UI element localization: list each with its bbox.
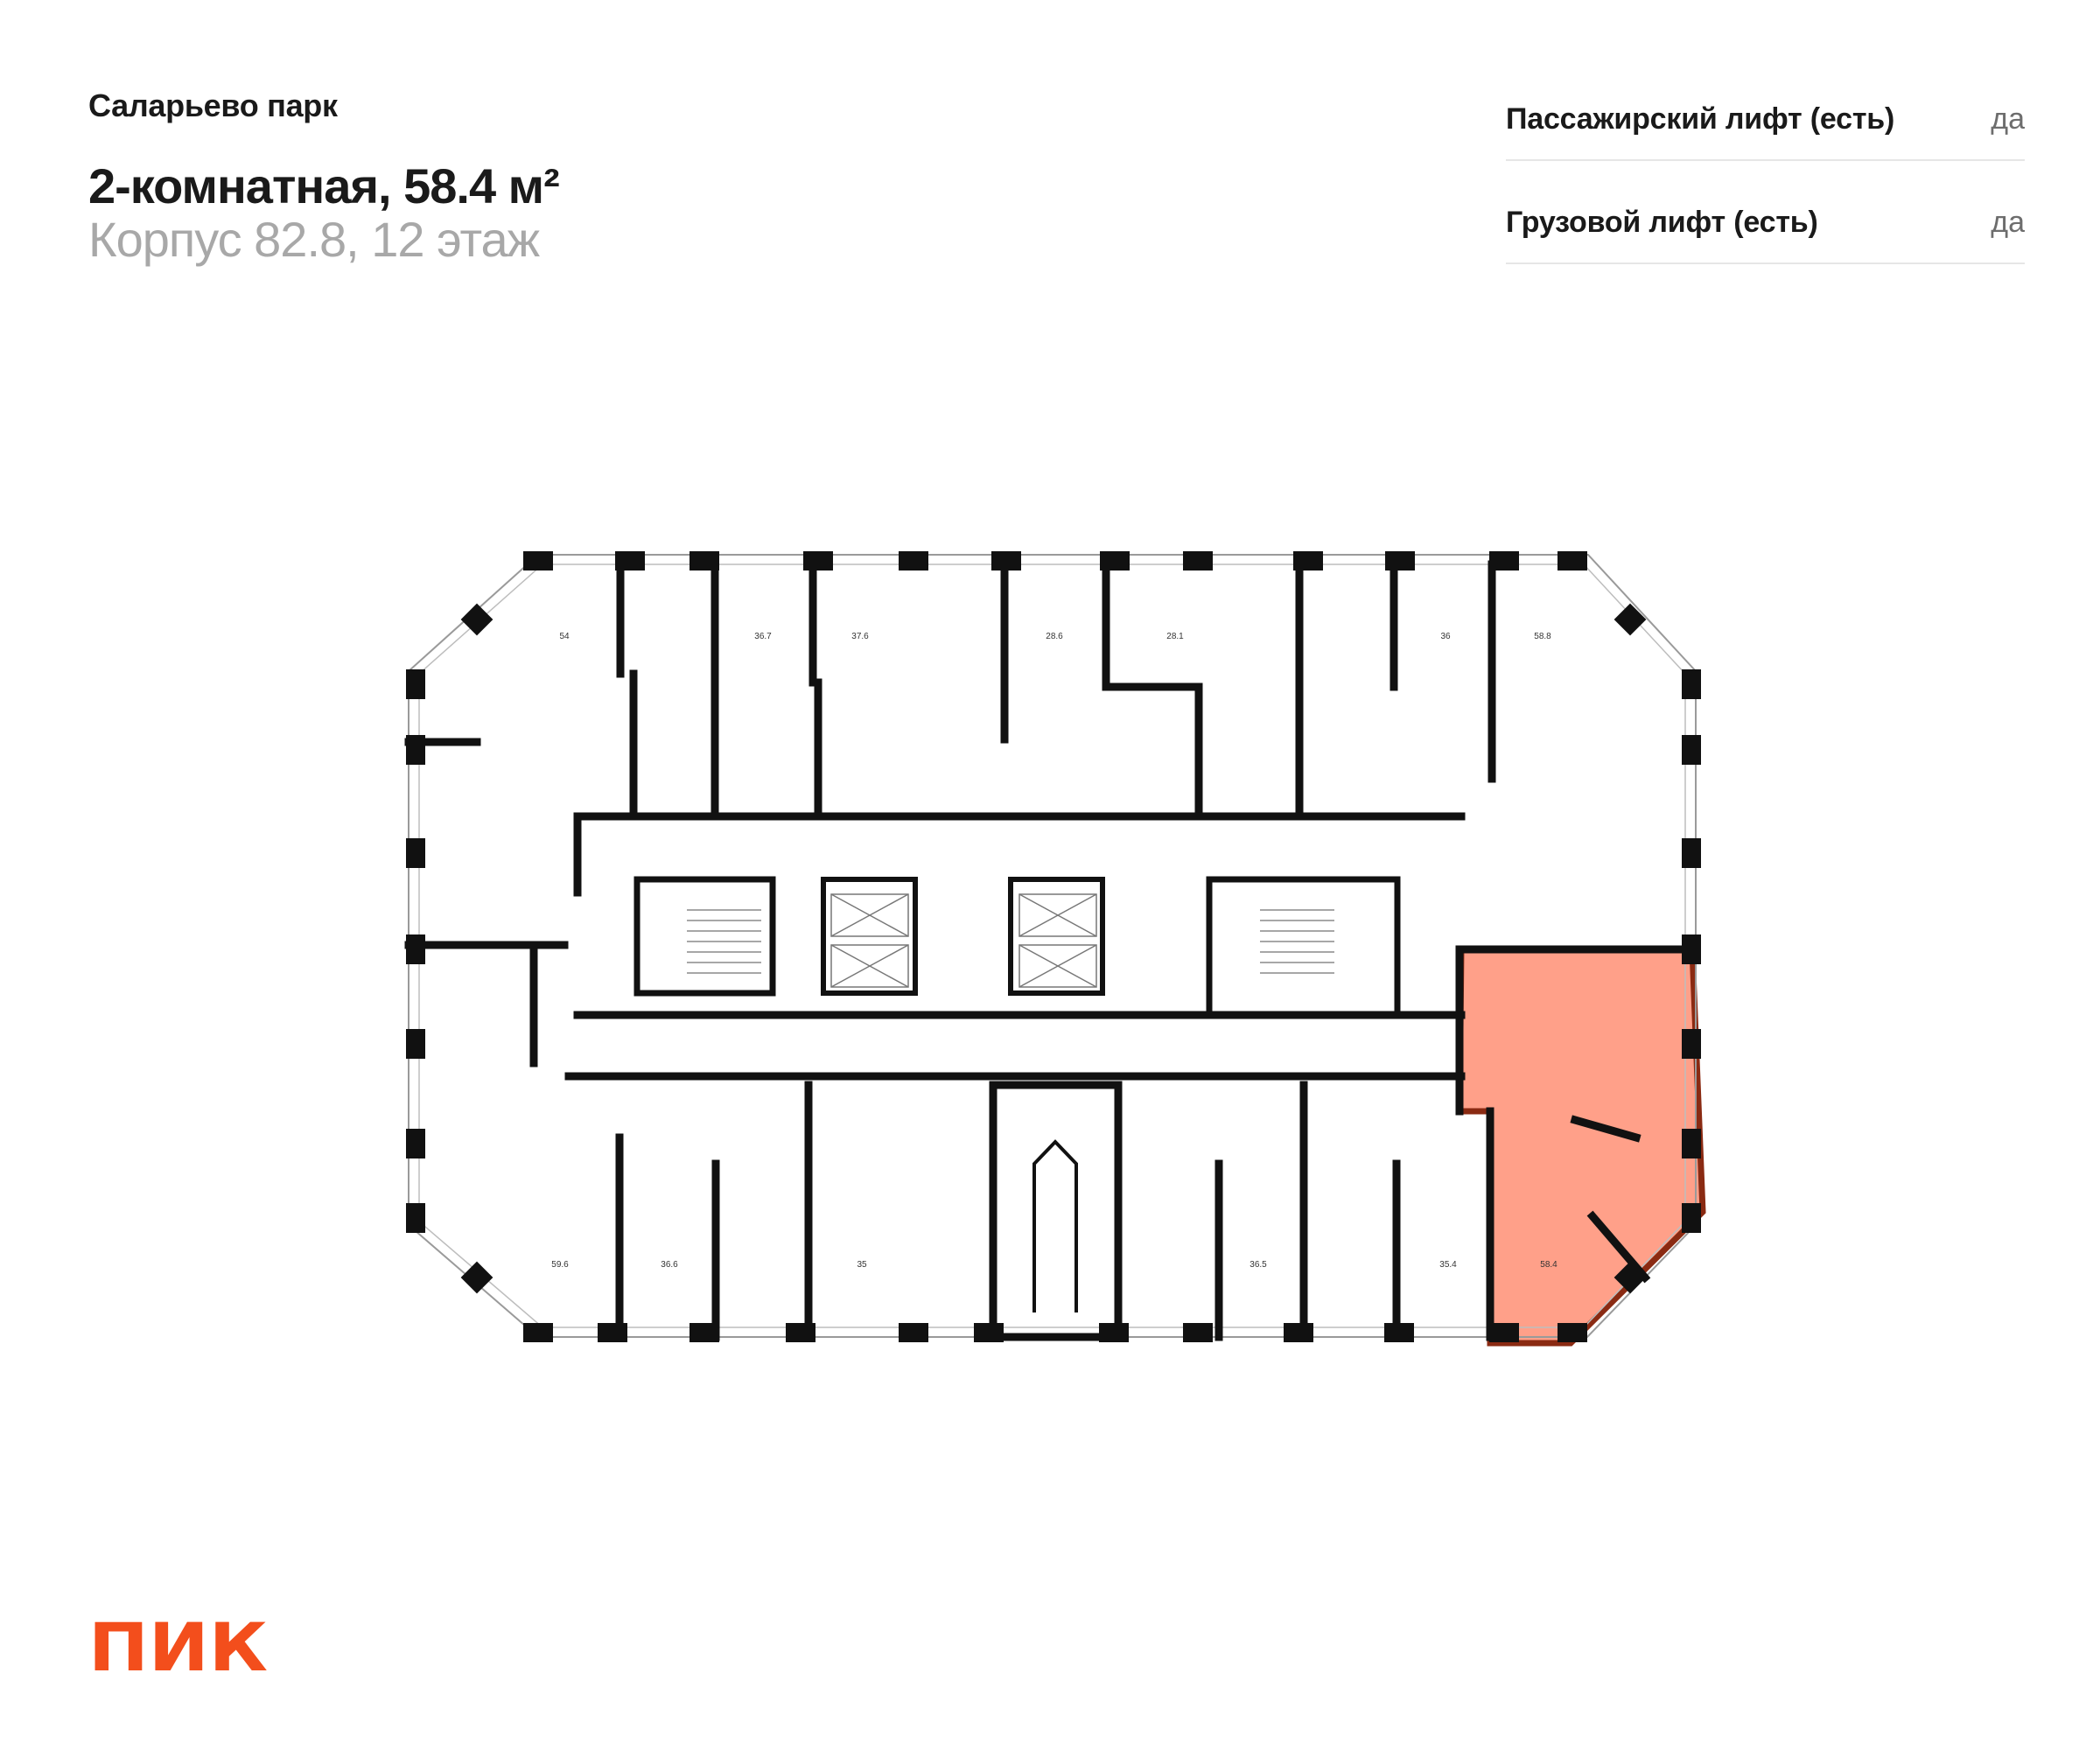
header: Саларьево парк 2-комнатная, 58.4 м² Корп… [88, 88, 560, 268]
unit-area-label: 36 [1440, 632, 1451, 641]
central-shaft [989, 1081, 1123, 1341]
spec-value: да [1991, 205, 2025, 239]
unit-labels-bottom: 59.6 36.6 35 36.5 35.4 58.4 [551, 1260, 1558, 1270]
flat-title: 2-комнатная, 58.4 м² [88, 158, 560, 214]
flat-subtitle: Корпус 82.8, 12 этаж [88, 211, 540, 267]
unit-area-label: 37.6 [851, 632, 869, 641]
unit-area-label: 36.5 [1250, 1260, 1267, 1270]
project-name: Саларьево парк [88, 88, 338, 123]
specs-list: Пассажирский лифт (есть) да Грузовой лиф… [1506, 79, 2025, 285]
spec-label: Грузовой лифт (есть) [1506, 205, 1818, 239]
structural-columns [406, 551, 1701, 1342]
unit-area-label: 28.1 [1166, 632, 1184, 641]
logo-text: ПИК [88, 1620, 268, 1674]
unit-area-label: 36.6 [661, 1260, 678, 1270]
unit-area-label: 35.4 [1439, 1260, 1457, 1270]
spec-row-passenger-lift: Пассажирский лифт (есть) да [1506, 79, 2025, 161]
unit-area-label: 35 [857, 1260, 867, 1270]
spec-label: Пассажирский лифт (есть) [1506, 102, 1895, 136]
stairs [687, 909, 1334, 974]
highlighted-apartment[interactable] [1456, 946, 1706, 1347]
unit-area-label: 28.6 [1046, 632, 1063, 641]
unit-area-label: 54 [559, 632, 570, 641]
spec-row-freight-lift: Грузовой лифт (есть) да [1506, 182, 2025, 264]
lift-cabins [830, 893, 1097, 988]
pik-logo: ПИК [88, 1620, 268, 1674]
unit-labels-top: 54 36.7 37.6 28.6 28.1 36 58.8 [559, 632, 1551, 641]
unit-area-label: 36.7 [754, 632, 772, 641]
unit-area-label: 58.8 [1534, 632, 1551, 641]
unit-area-label: 58.4 [1540, 1260, 1558, 1270]
spec-value: да [1991, 102, 2025, 136]
shaft-arch [1032, 1139, 1078, 1312]
unit-area-label: 59.6 [551, 1260, 569, 1270]
